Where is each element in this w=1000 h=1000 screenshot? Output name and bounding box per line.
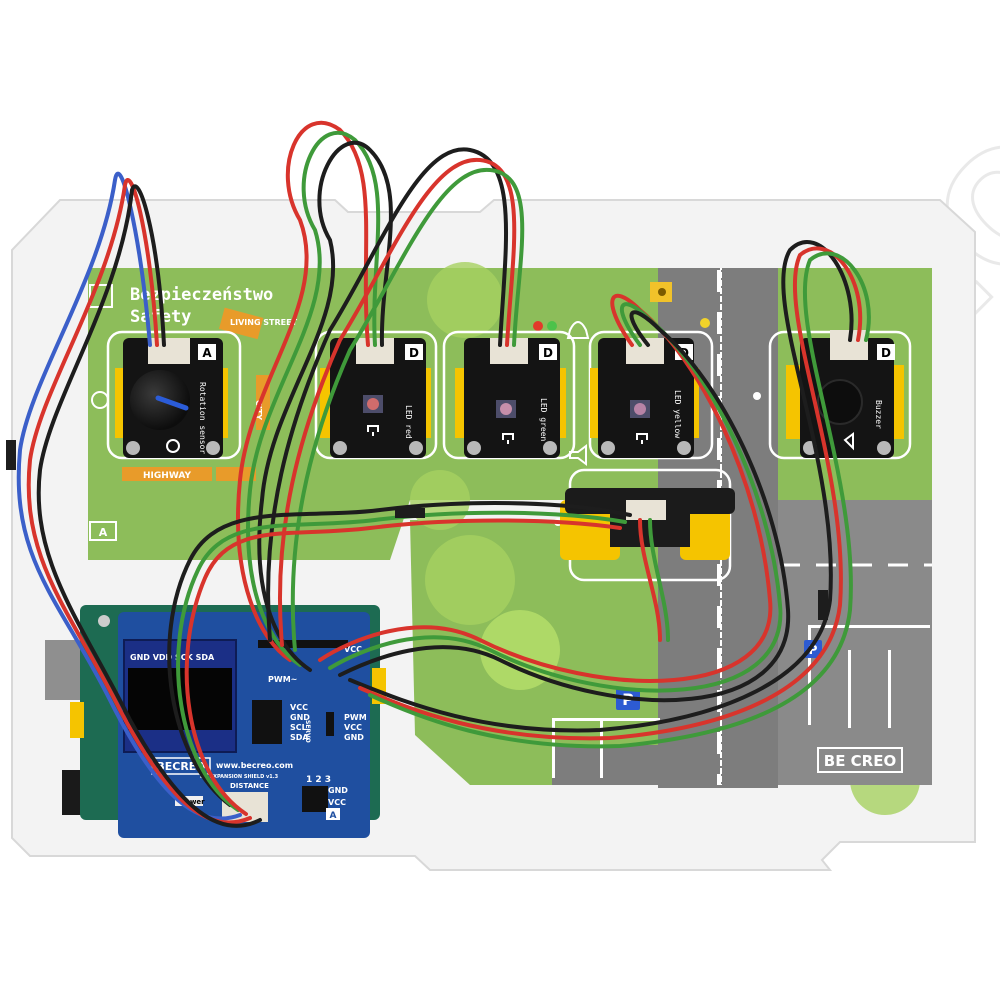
buzzer-body	[817, 379, 863, 425]
svg-text:SDA: SDA	[290, 733, 309, 742]
svg-text:BE CREO: BE CREO	[824, 752, 896, 770]
rotation-port-label: A	[202, 346, 212, 360]
led-yellow-name: LED yellow	[673, 390, 682, 438]
sun-icon	[166, 439, 180, 453]
svg-text:A: A	[99, 526, 108, 539]
module-led-yellow[interactable]: D LED yellow	[590, 338, 699, 458]
svg-text:A: A	[330, 811, 337, 821]
dot-yellow-icon	[700, 318, 710, 328]
led-green-port-label: D	[543, 346, 553, 360]
road-horizontal	[552, 745, 792, 785]
svg-text:SERVO: SERVO	[304, 720, 311, 743]
led-red-name: LED red	[404, 405, 413, 439]
svg-text:GND: GND	[290, 713, 310, 722]
svg-text:PWM: PWM	[344, 713, 367, 722]
cables	[6, 120, 871, 828]
svg-text:P: P	[809, 643, 818, 657]
led-green-name: LED green	[539, 398, 548, 442]
rotation-name: Rotation sensor	[198, 382, 207, 454]
svg-text:VCC: VCC	[344, 645, 362, 654]
svg-text:VCC: VCC	[328, 798, 346, 807]
svg-text:GND: GND	[344, 733, 364, 742]
svg-text:Power: Power	[180, 798, 205, 806]
led-icon	[367, 425, 379, 436]
module-led-red[interactable]: D LED red	[320, 338, 431, 458]
svg-text:VCC: VCC	[344, 723, 362, 732]
speaker-icon	[843, 432, 854, 451]
led-icon	[502, 433, 514, 444]
svg-text:VCC: VCC	[290, 703, 308, 712]
shield-url: www.becreo.com	[216, 761, 293, 770]
buzzer-port-label: D	[881, 346, 891, 360]
road-tags: LIVING STREET CITY HIGHWAY	[122, 307, 298, 481]
svg-text:SCL: SCL	[290, 723, 307, 732]
svg-text:PWM~: PWM~	[268, 675, 297, 684]
mat-corner-label: A	[89, 521, 117, 541]
traffic-signal-marker	[650, 282, 672, 302]
svg-text:1 2 3: 1 2 3	[306, 775, 331, 785]
becreo-mat-logo: BE CREO	[817, 747, 903, 773]
module-rotation-sensor[interactable]: A Rotation sensor	[115, 338, 228, 458]
oled-pins-label: GND VDD SCK SDA	[130, 653, 215, 662]
svg-text:GND: GND	[328, 786, 348, 795]
led-icon	[636, 433, 648, 444]
module-led-green[interactable]: D LED green	[455, 338, 566, 458]
led-red-port-label: D	[409, 346, 419, 360]
dot-red-icon	[533, 321, 543, 331]
svg-text:DISTANCE: DISTANCE	[230, 782, 269, 790]
bell-icon	[566, 321, 590, 339]
buzzer-name: Buzzer	[874, 400, 883, 429]
road-right	[778, 500, 932, 785]
shield-model: I/O EXPANSION SHIELD v1.3	[200, 774, 279, 780]
tag-living-street: LIVING STREET	[230, 318, 298, 327]
dot-green-icon	[547, 321, 557, 331]
speaker-icon	[569, 444, 587, 466]
title-pl: Bezpieczeństwo	[130, 285, 273, 305]
tag-highway: HIGHWAY	[143, 471, 191, 481]
